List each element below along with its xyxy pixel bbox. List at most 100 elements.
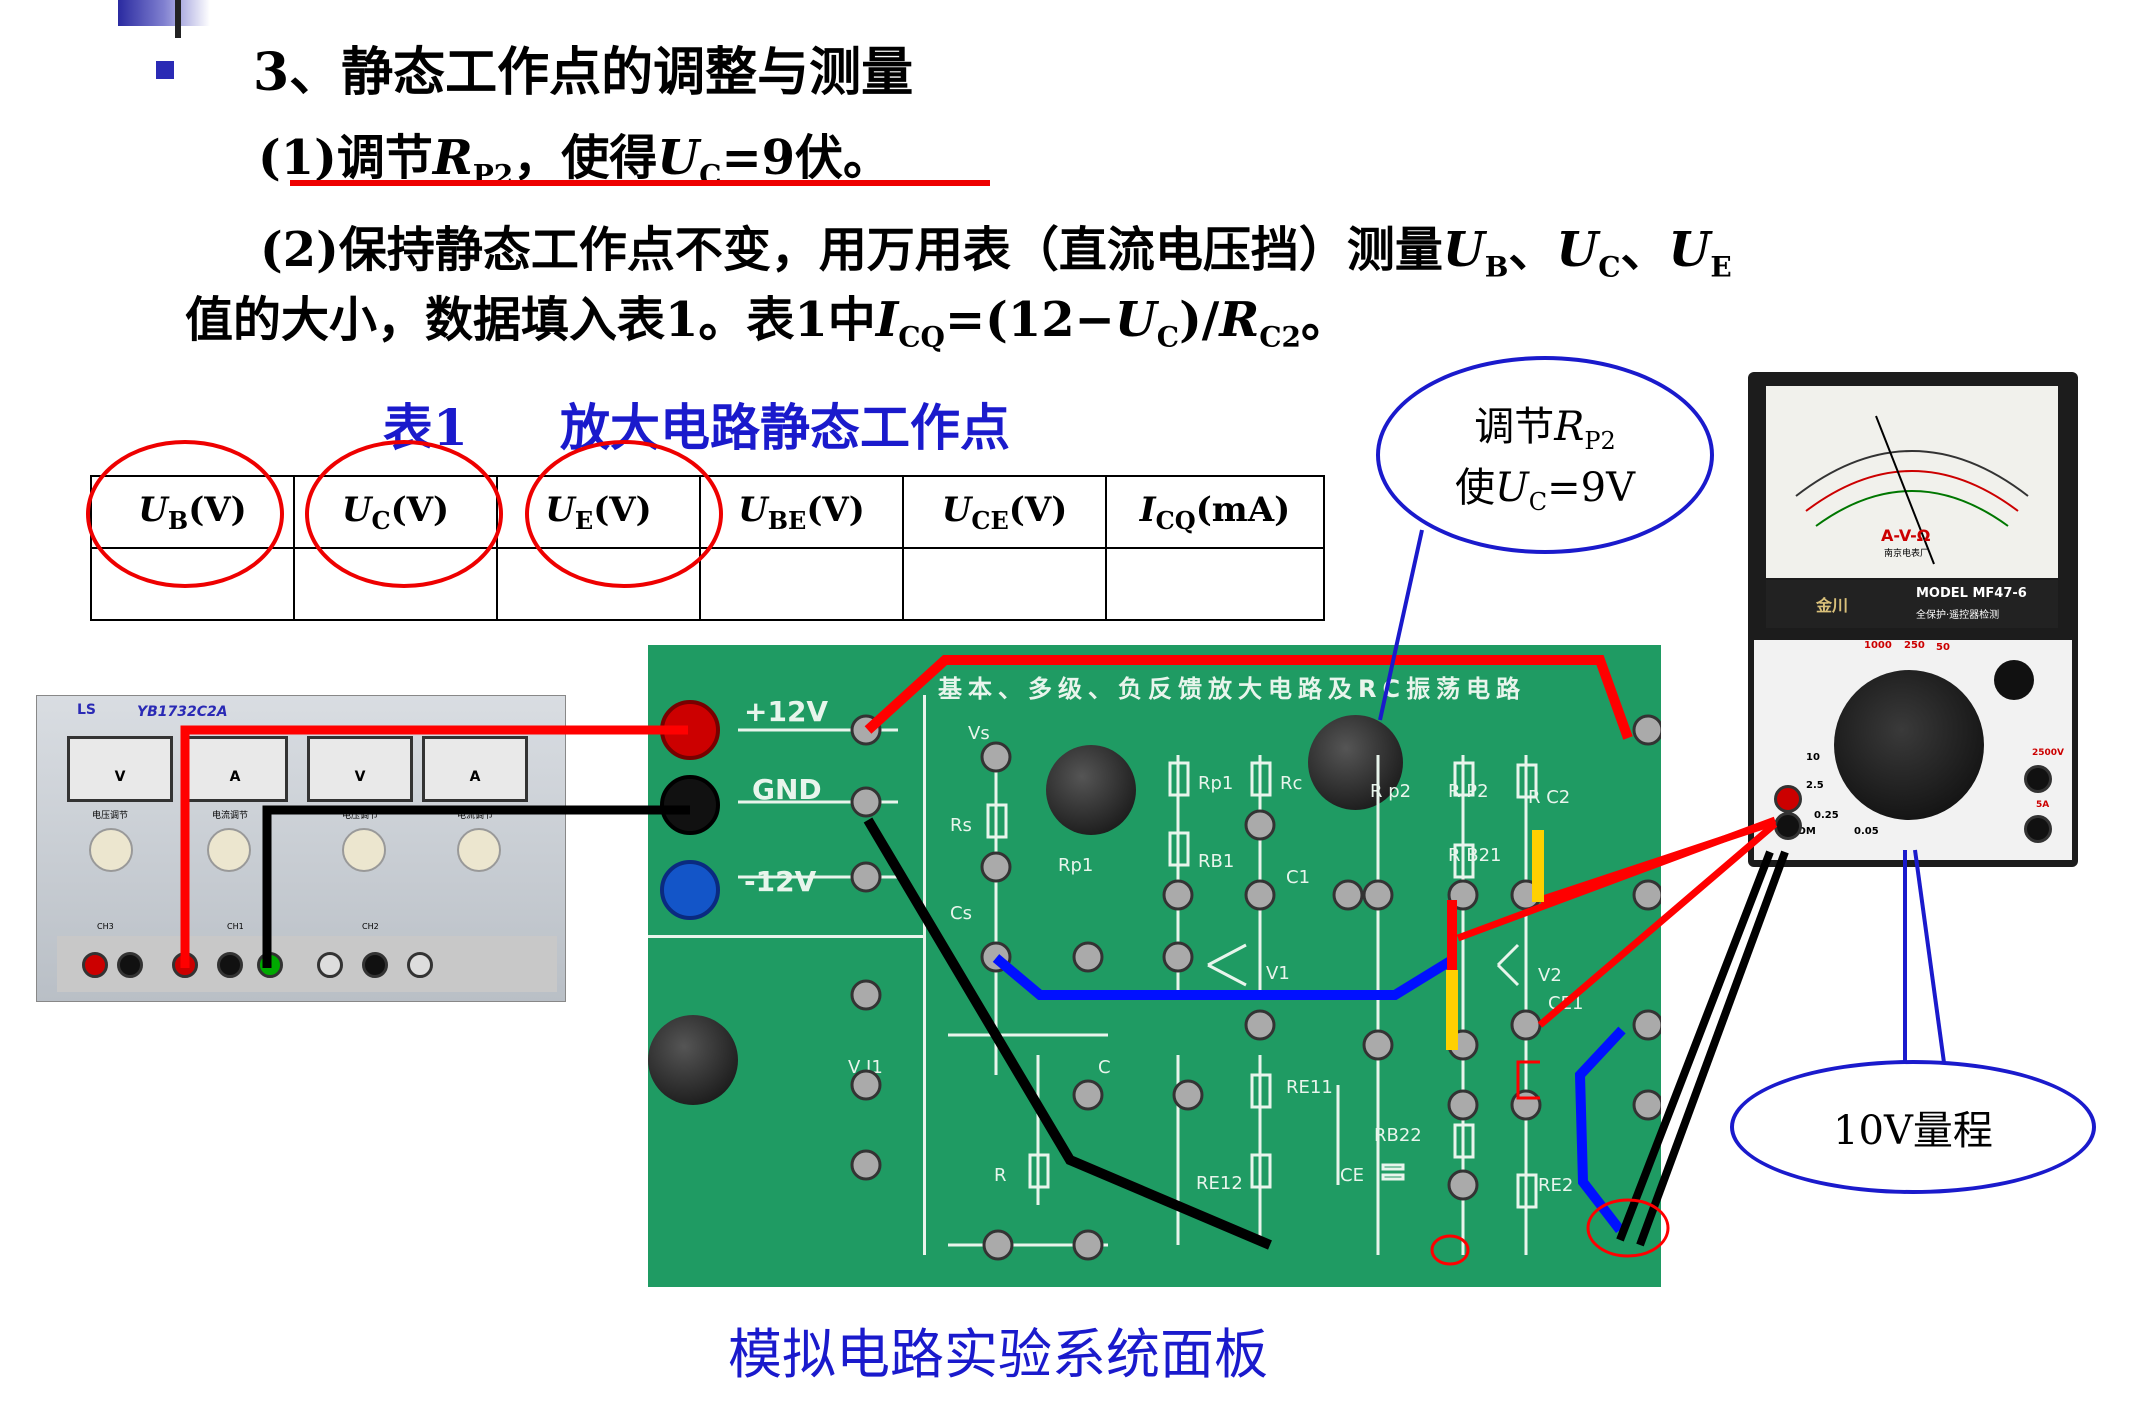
- step-3-text-d: )/: [1179, 292, 1220, 348]
- step-3: 值的大小，数据填入表1。表1中ICQ=(12−UC)/RC2。: [185, 280, 1349, 354]
- mm-scale: [1795, 415, 2029, 565]
- header-icq: ICQ(mA): [1105, 475, 1325, 549]
- step-1-text-d: ，使得: [513, 130, 658, 186]
- mm-jack-2500v[interactable]: [2024, 765, 2052, 793]
- psu-knob-4[interactable]: [457, 828, 501, 872]
- mm-zero-knob[interactable]: [1994, 660, 2034, 700]
- callout-u: U: [1495, 465, 1529, 511]
- knob-left[interactable]: [648, 1015, 738, 1105]
- psu-jack-1[interactable]: [82, 952, 108, 978]
- mm-factory: 南京电表厂: [1884, 549, 1930, 559]
- label-rc2: R C2: [1528, 787, 1571, 808]
- callout-r: R: [1554, 404, 1585, 450]
- multimeter: A-V-Ω 南京电表厂 金川 MODEL MF47-6 全保护·遥控器检测 10…: [1748, 372, 2078, 867]
- mm-range-0.05: 0.05: [1854, 826, 1879, 837]
- step-2-sep1: 、: [1508, 222, 1557, 278]
- psu-meter-2: A: [182, 736, 288, 802]
- psu-meter-3-label: V: [354, 769, 366, 785]
- mm-range-2.5: 2.5: [1806, 780, 1824, 791]
- step-2-text: (2)保持静态工作点不变，用万用表（直流电压挡）测量: [260, 222, 1443, 278]
- corner-bar: [175, 0, 181, 38]
- psu-meter-3: V: [307, 736, 413, 802]
- label-rp2-b: R p2: [1370, 781, 1412, 802]
- psu-ch2-label: CH2: [362, 922, 379, 931]
- mm-range-50: 50: [1936, 642, 1950, 653]
- psu-knob-3[interactable]: [342, 828, 386, 872]
- psu-jack-8[interactable]: [407, 952, 433, 978]
- cell-uce[interactable]: [902, 547, 1107, 621]
- psu-ch3-label: CH3: [97, 922, 114, 931]
- header-uce: UCE(V): [902, 475, 1107, 549]
- hdr-sym: I: [1139, 489, 1156, 530]
- hdr-sym: U: [941, 489, 972, 530]
- label-ce: CE: [1340, 1165, 1364, 1186]
- mm-jack-5a[interactable]: [2024, 815, 2052, 843]
- cell-ube[interactable]: [699, 547, 904, 621]
- label-rp1: Rp1: [1198, 773, 1234, 794]
- label-rp2: R P2: [1448, 781, 1489, 802]
- mm-range-10: 10: [1806, 752, 1820, 763]
- callout-adjust-line-1: 调节RP2: [1474, 394, 1616, 455]
- mm-brand-bar: 金川 MODEL MF47-6 全保护·遥控器检测: [1766, 580, 2058, 628]
- step-3-text-a: 值的大小，数据填入表1。表1中: [185, 292, 876, 348]
- callout-range: 10V量程: [1730, 1060, 2096, 1194]
- mm-range-knob[interactable]: [1834, 670, 1984, 820]
- mm-model: MODEL MF47-6: [1916, 586, 2027, 601]
- psu-knob-label-2: 电流调节: [212, 811, 249, 821]
- table-data-row: [90, 547, 1325, 621]
- callout-adjust-rp2: 调节RP2 使UC=9V: [1376, 356, 1714, 554]
- step-3-i-sub: CQ: [898, 320, 945, 354]
- hdr-unit: (mA): [1195, 489, 1291, 530]
- psu-jack-5[interactable]: [257, 952, 283, 978]
- mm-range-250: 250: [1904, 640, 1925, 651]
- psu-jack-3[interactable]: [172, 952, 198, 978]
- highlight-ue-oval: [525, 440, 723, 588]
- mm-brand: 金川: [1816, 596, 1849, 615]
- step-1-text-g: =9伏。: [721, 130, 892, 186]
- mm-range-1000: 1000: [1864, 640, 1892, 651]
- label-re2: RE2: [1538, 1175, 1574, 1196]
- step-3-r-sub: C2: [1259, 320, 1301, 354]
- label-re11: RE11: [1286, 1077, 1333, 1098]
- step-2-ub-sub: B: [1484, 250, 1509, 284]
- mm-display: A-V-Ω 南京电表厂: [1766, 386, 2058, 578]
- step-1-u: U: [657, 130, 700, 186]
- cell-icq[interactable]: [1105, 547, 1325, 621]
- psu-jack-2[interactable]: [117, 952, 143, 978]
- step-3-u: U: [1114, 292, 1157, 348]
- psu-knob-label-1: 电压调节: [92, 811, 129, 821]
- psu-meter-4: A: [422, 736, 528, 802]
- step-1-r-sub: P2: [472, 158, 514, 192]
- step-2-uc-u: U: [1556, 222, 1599, 278]
- bullet-square: [156, 61, 174, 79]
- callout-text-d: =9V: [1547, 465, 1635, 511]
- mm-jack-plus[interactable]: [1774, 785, 1802, 813]
- psu-jack-6[interactable]: [317, 952, 343, 978]
- highlight-ub-oval: [86, 440, 284, 588]
- psu-knob-1[interactable]: [89, 828, 133, 872]
- step-1-u-sub: C: [699, 158, 722, 192]
- psu-jack-7[interactable]: [362, 952, 388, 978]
- psu-jack-4[interactable]: [217, 952, 243, 978]
- mm-panel: 1000 250 50 10 2.5 0.25 0.05 COM 2500V 5…: [1754, 640, 2072, 860]
- callout-u-sub: C: [1528, 488, 1548, 516]
- mm-socket-label: 2500V: [2032, 748, 2065, 758]
- step-2: (2)保持静态工作点不变，用万用表（直流电压挡）测量UB、UC、UE: [260, 210, 1732, 284]
- step-3-r: R: [1219, 292, 1260, 348]
- psu-meter-2-label: A: [229, 769, 241, 785]
- section-title: 3、静态工作点的调整与测量: [253, 42, 914, 103]
- step-3-i: I: [875, 292, 899, 348]
- mm-socket-label-2: 5A: [2036, 800, 2050, 810]
- hdr-sub: BE: [767, 505, 807, 535]
- mm-scale-label: A-V-Ω: [1881, 526, 1931, 545]
- psu-knob-2[interactable]: [207, 828, 251, 872]
- step-3-text-e: 。: [1300, 292, 1349, 348]
- psu-model: YB1732C2A: [137, 704, 228, 720]
- mm-jack-com[interactable]: [1774, 812, 1802, 840]
- mm-sub: 全保护·遥控器检测: [1916, 610, 2000, 621]
- experiment-board: 基本、多级、负反馈放大电路及RC振荡电路 +12V GND -12V Vs Rs…: [648, 645, 1661, 1287]
- step-2-ue-u: U: [1668, 222, 1711, 278]
- hdr-unit: (V): [1008, 489, 1068, 530]
- panel-caption: 模拟电路实验系统面板: [728, 1323, 1268, 1386]
